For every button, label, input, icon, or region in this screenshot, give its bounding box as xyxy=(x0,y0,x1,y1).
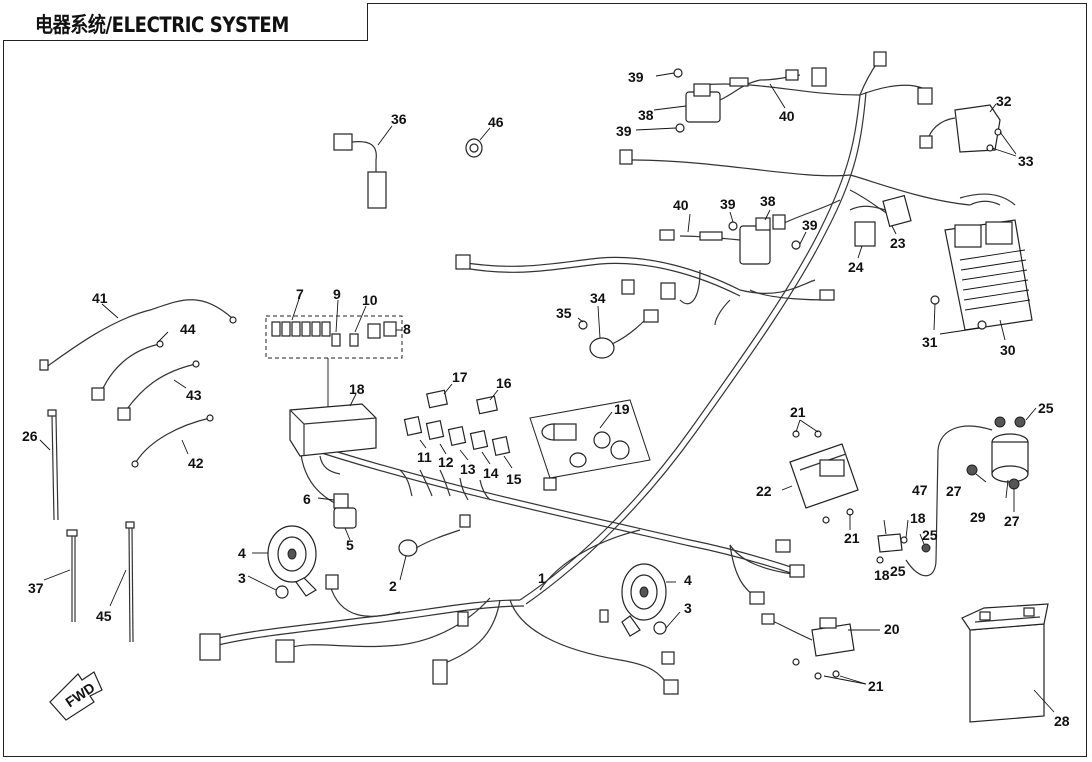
callout-17: 17 xyxy=(452,369,468,385)
fuse-box-parts xyxy=(265,295,403,475)
callout-5: 5 xyxy=(346,537,354,553)
parts-26-37-45-ties xyxy=(39,409,135,643)
callout-38b: 38 xyxy=(760,193,776,209)
horn-left xyxy=(247,525,317,599)
callout-40b: 40 xyxy=(673,197,689,213)
part-2-switch xyxy=(398,529,461,581)
part-19-kit xyxy=(529,399,651,479)
part-38-sensor-mid xyxy=(659,209,807,265)
callout-4b: 4 xyxy=(684,572,692,588)
callout-1: 1 xyxy=(538,570,546,586)
part-5-6-relay xyxy=(317,493,357,541)
part-29-starter-relay xyxy=(905,407,1037,577)
callout-2: 2 xyxy=(389,578,397,594)
callout-8: 8 xyxy=(403,321,411,337)
callout-22: 22 xyxy=(756,483,772,499)
callout-27b: 27 xyxy=(1004,513,1020,529)
callout-45: 45 xyxy=(96,608,112,624)
callout-20: 20 xyxy=(884,621,900,637)
callout-18b: 18 xyxy=(910,510,926,526)
callout-10: 10 xyxy=(362,292,378,308)
part-32-relay-bracket xyxy=(919,103,1017,157)
callout-40a: 40 xyxy=(779,108,795,124)
callout-25b: 25 xyxy=(922,527,938,543)
callout-6: 6 xyxy=(303,491,311,507)
callout-25a: 25 xyxy=(1038,400,1054,416)
callout-14: 14 xyxy=(483,465,499,481)
callout-27a: 27 xyxy=(946,483,962,499)
callout-44: 44 xyxy=(180,321,196,337)
diagram-frame xyxy=(3,3,1087,757)
fwd-arrow-icon: FWD xyxy=(49,671,103,721)
callout-12: 12 xyxy=(438,454,454,470)
part-20-module xyxy=(761,613,880,685)
callout-18a: 18 xyxy=(349,381,365,397)
callout-42: 42 xyxy=(188,455,204,471)
part-36-connector xyxy=(333,125,393,209)
part-46-grommet xyxy=(465,127,491,158)
callout-24: 24 xyxy=(848,259,864,275)
part-28-battery xyxy=(961,603,1055,723)
callout-29: 29 xyxy=(970,509,986,525)
callout-28: 28 xyxy=(1054,713,1070,729)
callout-41: 41 xyxy=(92,290,108,306)
callout-21c: 21 xyxy=(868,678,884,694)
callout-21a: 21 xyxy=(790,404,806,420)
callout-30: 30 xyxy=(1000,342,1016,358)
horn-right xyxy=(621,563,681,637)
callout-33: 33 xyxy=(1018,153,1034,169)
switch-connectors-11-17 xyxy=(399,383,513,501)
callout-21b: 21 xyxy=(844,530,860,546)
callout-16: 16 xyxy=(496,375,512,391)
page-title: 电器系统/ELECTRIC SYSTEM xyxy=(35,13,289,37)
callout-35: 35 xyxy=(556,305,572,321)
callout-25c: 25 xyxy=(890,563,906,579)
callout-34: 34 xyxy=(590,290,606,306)
callout-38a: 38 xyxy=(638,107,654,123)
callout-15: 15 xyxy=(506,471,522,487)
harness-connectors xyxy=(199,51,933,695)
callout-47: 47 xyxy=(912,482,928,498)
callout-4a: 4 xyxy=(238,545,246,561)
part-23-24-connectors xyxy=(849,194,912,259)
part-18-25-terminal xyxy=(876,519,931,564)
callout-13: 13 xyxy=(460,461,476,477)
callout-19: 19 xyxy=(614,401,630,417)
callout-26: 26 xyxy=(22,428,38,444)
callout-37: 37 xyxy=(28,580,44,596)
callout-labels: 1 2 3 3 4 4 5 6 7 8 9 10 11 12 13 14 15 … xyxy=(22,69,1070,729)
callout-39c: 39 xyxy=(720,196,736,212)
callout-43: 43 xyxy=(186,387,202,403)
part-34-sensor xyxy=(577,305,659,359)
callout-31: 31 xyxy=(922,334,938,350)
main-wiring-harness xyxy=(209,57,971,689)
part-22-ecu xyxy=(781,419,859,530)
part-38-sensor-top xyxy=(635,68,801,133)
callout-9: 9 xyxy=(333,286,341,302)
parts-41-44-cables xyxy=(39,299,237,468)
callout-3a: 3 xyxy=(238,570,246,586)
callout-39d: 39 xyxy=(802,217,818,233)
callout-32: 32 xyxy=(996,93,1012,109)
callout-23: 23 xyxy=(890,235,906,251)
title-box: 电器系统/ELECTRIC SYSTEM xyxy=(3,3,368,41)
callout-39b: 39 xyxy=(616,123,632,139)
callout-7: 7 xyxy=(296,286,304,302)
callout-36: 36 xyxy=(391,111,407,127)
callout-39a: 39 xyxy=(628,69,644,85)
callout-3b: 3 xyxy=(684,600,692,616)
part-30-regulator xyxy=(930,193,1033,341)
callout-11: 11 xyxy=(417,449,432,465)
callout-18c: 18 xyxy=(874,567,890,583)
callout-46: 46 xyxy=(488,114,504,130)
